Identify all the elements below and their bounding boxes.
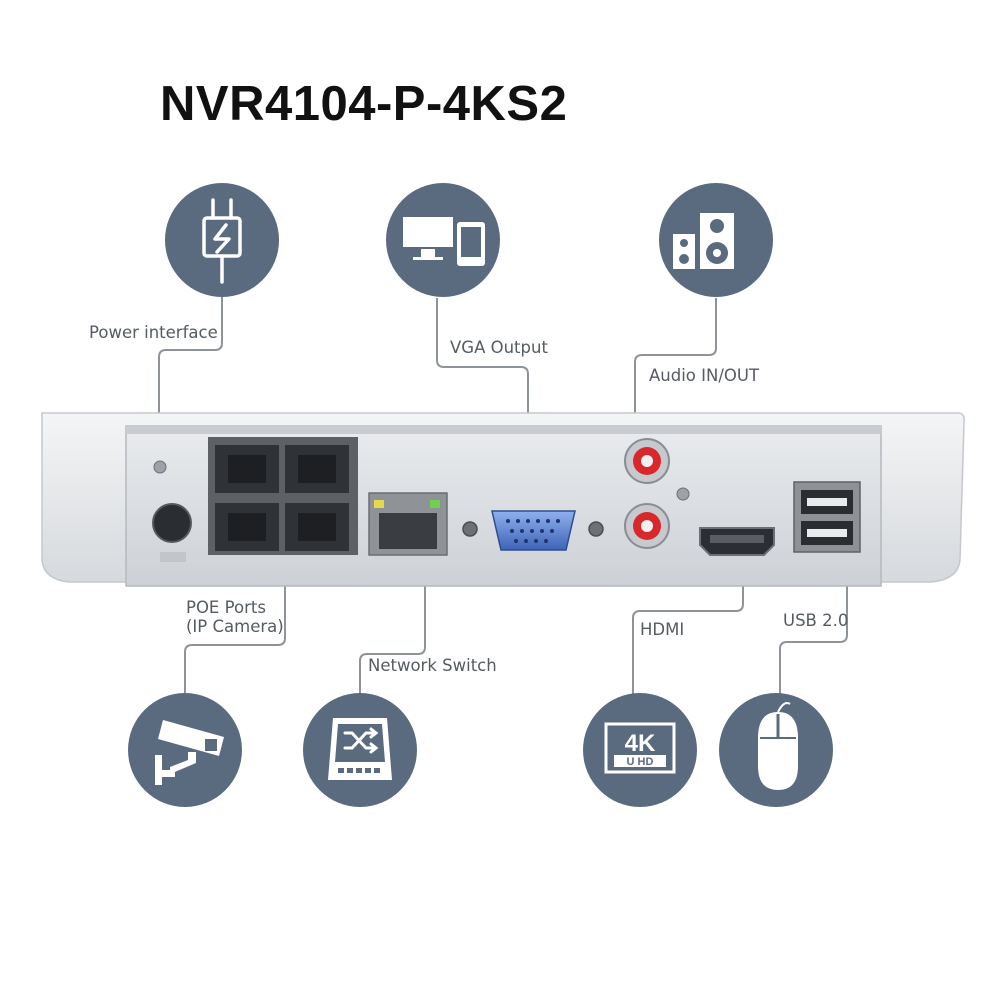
monitor-tablet-icon [403,217,485,266]
hdmi-connector-line [632,552,744,695]
network-connector-line [359,548,426,695]
poe-connector-line [184,550,286,695]
speaker-icon [673,213,734,269]
network-switch-label: Network Switch [368,656,497,675]
power-icon-circle [165,183,279,297]
network-port [368,492,448,556]
poe-icon-circle [128,693,242,807]
power-port [152,460,192,562]
mouse-icon [758,702,798,790]
vga-connector-line [436,298,529,515]
poe-ports-label: POE Ports (IP Camera) [186,598,284,636]
vga-output-label: VGA Output [450,338,548,357]
power-connector-line [158,285,223,500]
cctv-camera-icon [155,720,224,785]
badge-4k-text: 4K [625,730,656,757]
hdmi-port [699,527,775,556]
usb-connector-line [779,553,848,695]
4k-uhd-icon: 4K U HD [604,722,676,774]
vga-port [462,510,604,551]
hdmi-icon-circle: 4K U HD [583,693,697,807]
poe-ports-label-line2: (IP Camera) [186,617,284,636]
audio-icon-circle [659,183,773,297]
audio-ports [624,438,690,549]
usb-label: USB 2.0 [783,611,849,630]
vga-icon-circle [386,183,500,297]
badge-uhd-text: U HD [627,756,654,768]
network-switch-icon [328,718,392,780]
power-plug-icon [202,198,242,284]
poe-ports-label-line1: POE Ports [186,598,266,617]
poe-ports [208,437,358,555]
usb-ports [793,481,861,553]
power-interface-label: Power interface [89,323,218,342]
connector-lines [158,285,848,695]
audio-in-out-label: Audio IN/OUT [649,366,760,385]
hdmi-label: HDMI [640,620,685,639]
usb-icon-circle [719,693,833,807]
product-title: NVR4104-P-4KS2 [160,77,568,131]
audio-connector-line [634,298,717,445]
network-icon-circle [303,693,417,807]
